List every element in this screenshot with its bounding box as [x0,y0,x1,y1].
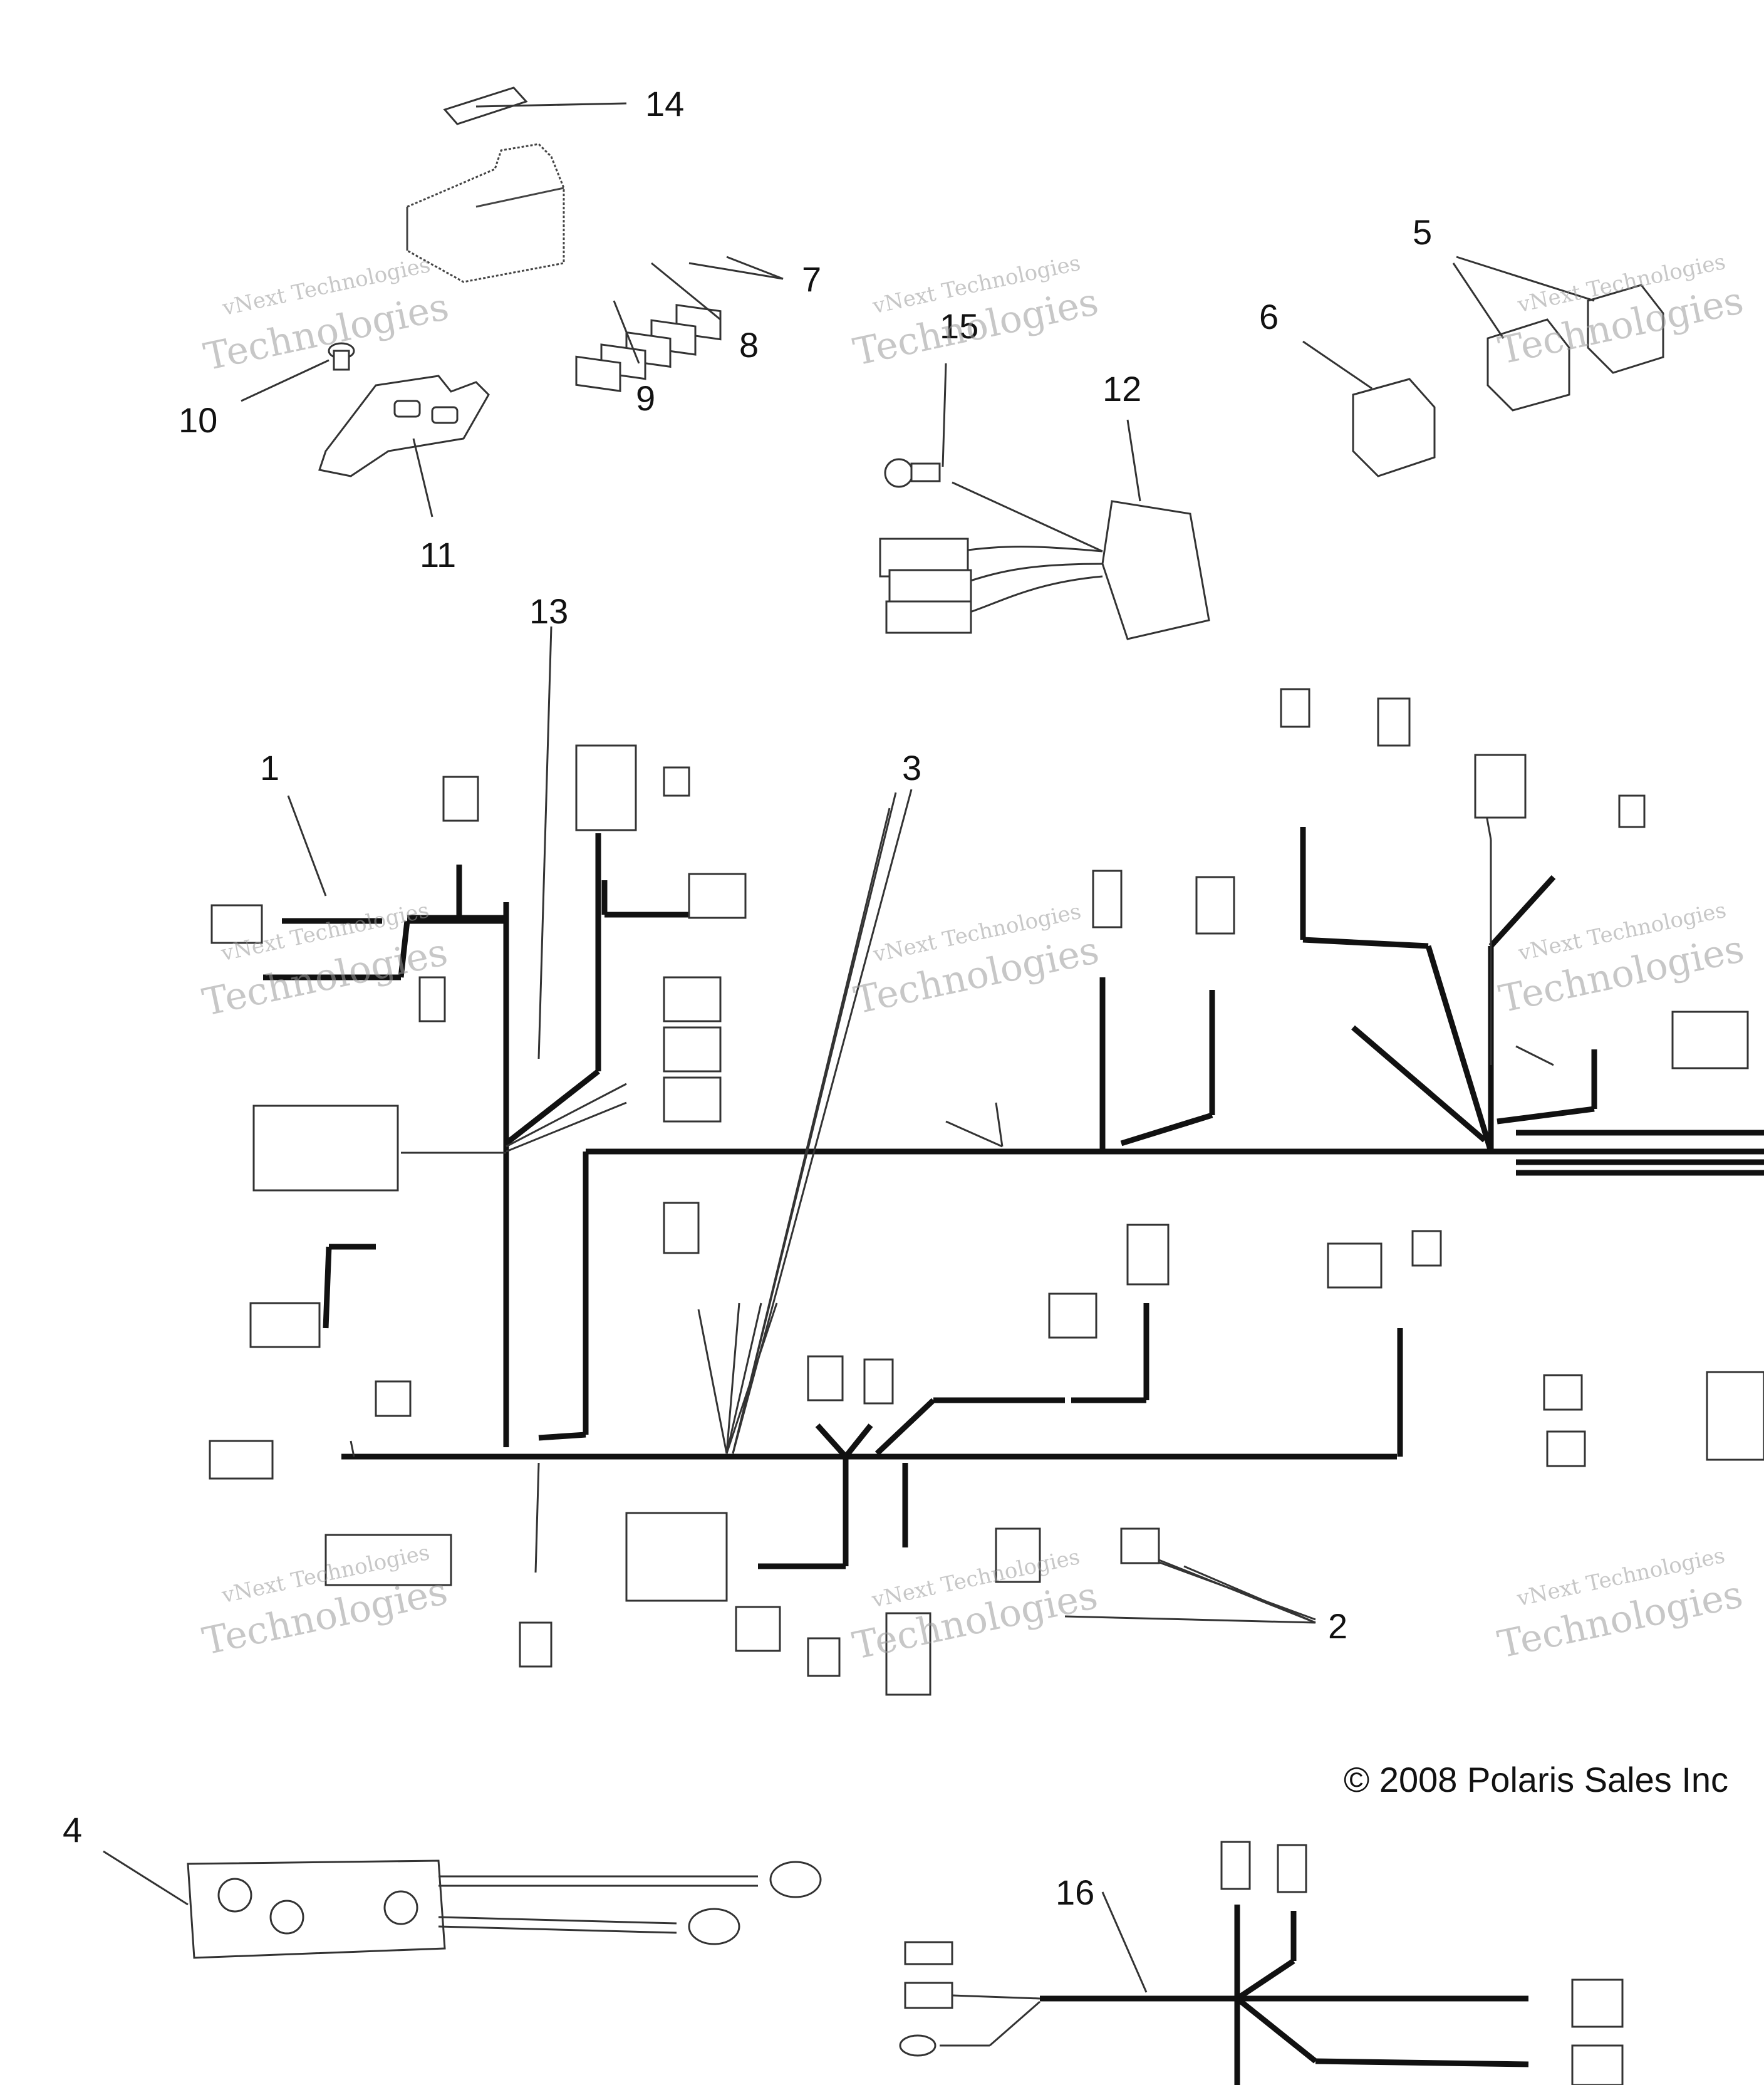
part-15-clip [884,363,947,488]
copyright-notice: © 2008 Polaris Sales Inc [1344,1760,1728,1799]
main-harness-trunk [323,827,1764,1569]
part-7-8-9-fuses [575,256,784,392]
callout-2: 2 [1328,1606,1347,1646]
callout-5: 5 [1413,212,1432,252]
part-12-module-harness [879,419,1210,640]
callout-8: 8 [739,325,759,365]
callout-3: 3 [902,748,921,788]
leader-lines [287,789,1316,1624]
callout-7: 7 [802,259,821,299]
part-16-sub-harness [1040,1905,1529,2085]
callout-6: 6 [1259,297,1279,336]
callout-14: 14 [645,84,684,123]
callout-labels: 14 7 8 9 10 11 15 12 6 5 13 1 3 2 4 16 [63,84,1432,1912]
connectors [209,688,1764,1696]
part-14-label-sticker [443,86,627,125]
callout-15: 15 [940,306,978,346]
part-4-ground-strap [103,1850,822,1959]
callout-13: 13 [529,591,568,631]
callout-16: 16 [1056,1873,1094,1912]
part-16-connectors [899,1841,1624,2085]
callout-11: 11 [420,535,456,575]
part-6-relay [1302,340,1436,477]
part-11-bracket [318,375,490,517]
callout-1: 1 [260,748,279,788]
callout-12: 12 [1102,369,1141,408]
callout-4: 4 [63,1810,82,1849]
part-5-relay-a [1486,318,1570,412]
callout-10: 10 [179,400,217,440]
part-5-relay-b [1452,256,1664,374]
harness-1-upper-branch [263,865,507,980]
fuse-box-cover [406,143,565,283]
part-10-bolt [241,342,355,402]
callout-9: 9 [636,378,655,418]
